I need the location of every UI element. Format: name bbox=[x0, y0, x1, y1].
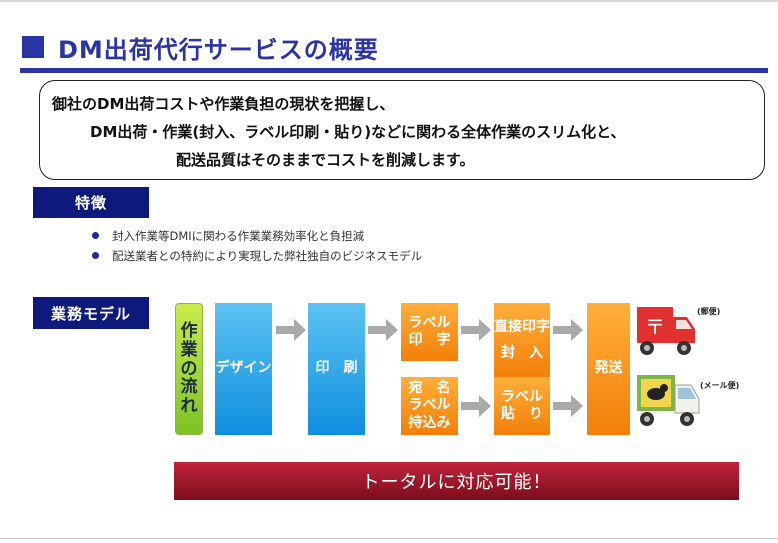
flow-step-label-print: ラベル 印 字 bbox=[401, 303, 458, 361]
bottom-border bbox=[0, 538, 778, 539]
title-underline bbox=[20, 68, 768, 73]
svg-text:〒: 〒 bbox=[645, 315, 665, 339]
summary-line-2: DM出荷・作業(封入、ラベル印刷・貼り)などに関わる全体作業のスリム化と、 bbox=[90, 123, 626, 141]
workflow-label-box: 作 業 の 流 れ bbox=[175, 303, 203, 435]
mail-service-label: (メール便) bbox=[700, 381, 740, 390]
title-square-icon bbox=[22, 36, 44, 58]
summary-box: 御社のDM出荷コストや作業負担の現状を把握し、 DM出荷・作業(封入、ラベル印刷… bbox=[39, 80, 765, 180]
top-border bbox=[0, 0, 778, 2]
arrow-right-icon bbox=[276, 319, 306, 341]
flow-step-print: 印 刷 bbox=[308, 303, 365, 435]
business-model-label: 業務モデル bbox=[33, 297, 149, 329]
page-title: DM出荷代行サービスの概要 bbox=[58, 35, 379, 64]
summary-line-3: 配送品質はそのままでコストを削減します。 bbox=[176, 151, 475, 169]
flow-step-address-label: 宛 名 ラベル 持込み bbox=[401, 377, 458, 435]
feature-item: 配送業者との特約により実現した弊社独自のビジネスモデル bbox=[92, 246, 422, 266]
feature-item: 封入作業等DMIに関わる作業業務効率化と負担減 bbox=[92, 226, 422, 246]
title-row: DM出荷代行サービスの概要 bbox=[22, 30, 379, 64]
arrow-right-icon bbox=[368, 319, 398, 341]
flow-step-direct-print: 直接印字 封 入 bbox=[494, 303, 550, 378]
postal-mail-label: (郵便) bbox=[697, 307, 721, 316]
arrow-right-icon bbox=[461, 395, 491, 417]
bullet-icon bbox=[92, 252, 99, 259]
flow-step-ship: 発送 bbox=[587, 303, 630, 435]
arrow-right-icon bbox=[461, 319, 491, 341]
features-list: 封入作業等DMIに関わる作業業務効率化と負担減 配送業者との特約により実現した弊… bbox=[92, 226, 422, 266]
total-support-banner: トータルに対応可能！ bbox=[174, 462, 739, 500]
features-label: 特徴 bbox=[33, 187, 149, 218]
flow-step-design: デザイン bbox=[215, 303, 272, 435]
summary-line-1: 御社のDM出荷コストや作業負担の現状を把握し、 bbox=[52, 95, 395, 113]
flow-step-label-attach: ラベル 貼 り bbox=[494, 377, 550, 435]
bullet-icon bbox=[92, 232, 99, 239]
mail-service-truck-icon bbox=[637, 375, 700, 426]
postal-truck-icon: 〒 bbox=[637, 307, 695, 355]
arrow-right-icon bbox=[553, 319, 583, 341]
arrow-right-icon bbox=[553, 395, 583, 417]
